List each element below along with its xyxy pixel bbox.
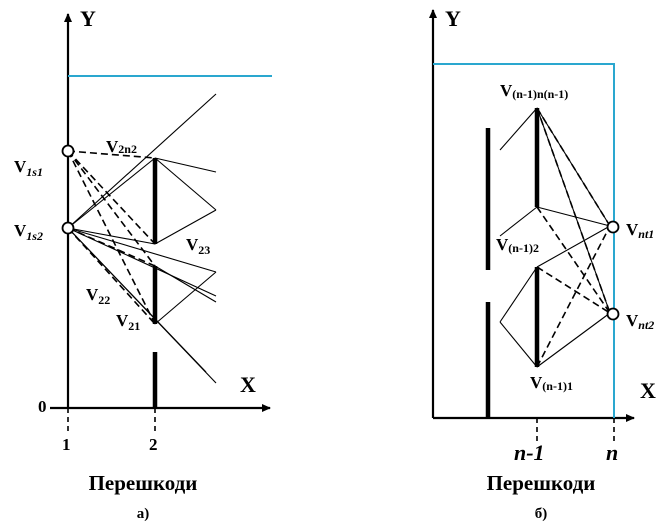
panel-a-node-v1s1: [61, 144, 75, 158]
panel-a-tick-2-label: 2: [149, 435, 158, 454]
panel-b-dashed-rays: [536, 107, 611, 368]
panel-b-sublabel: б): [535, 506, 548, 522]
panel-b-label-vbot: V(n-1)1: [530, 373, 573, 393]
panel-b-tick-n1-label: n-1: [514, 440, 545, 465]
panel-b-boundary: [433, 63, 615, 418]
panel-b-caption: Перешкоди: [487, 471, 596, 495]
panel-a-sublabel: а): [137, 506, 150, 522]
panel-a-label-v2n2: V2n2: [106, 137, 137, 156]
panel-b-tick-n-label: n: [606, 440, 618, 465]
panel-a-caption: Перешкоди: [89, 471, 198, 495]
panel-a: Y X 0 1 2 V1s1 V1s2 V2n2 V23 V22 V21 Пер…: [14, 6, 272, 522]
panel-a-label-v1s1: V1s1: [14, 157, 43, 179]
panel-b-rays: [499, 107, 611, 368]
panel-b-label-vnt1: Vnt1: [626, 220, 654, 241]
panel-a-node-v1s2: [61, 221, 75, 235]
panel-b: Y X n-1 n V(n-1)n(n-1) V(n-1)2 V(n-1)1 V…: [429, 6, 656, 522]
panel-a-rays: [67, 93, 217, 384]
panel-a-y-label: Y: [80, 6, 96, 31]
panel-b-x-label: X: [640, 378, 656, 403]
panel-b-y-label: Y: [445, 6, 461, 31]
panel-a-origin-label: 0: [38, 397, 47, 416]
panel-a-label-v21: V21: [116, 311, 140, 333]
panel-b-label-vmid: V(n-1)2: [496, 235, 539, 255]
panel-a-tick-1-label: 1: [62, 435, 71, 454]
panel-b-label-vtop: V(n-1)n(n-1): [500, 81, 568, 101]
panel-a-dashed-rays: [67, 150, 156, 325]
panel-b-node-vnt2: [606, 307, 620, 321]
panel-a-label-v1s2: V1s2: [14, 221, 43, 243]
panel-a-label-v23: V23: [186, 235, 210, 257]
panel-b-node-vnt1: [606, 220, 620, 234]
panel-a-label-v22: V22: [86, 285, 110, 307]
panel-b-label-vnt2: Vnt2: [626, 311, 654, 332]
panel-a-x-label: X: [240, 372, 256, 397]
